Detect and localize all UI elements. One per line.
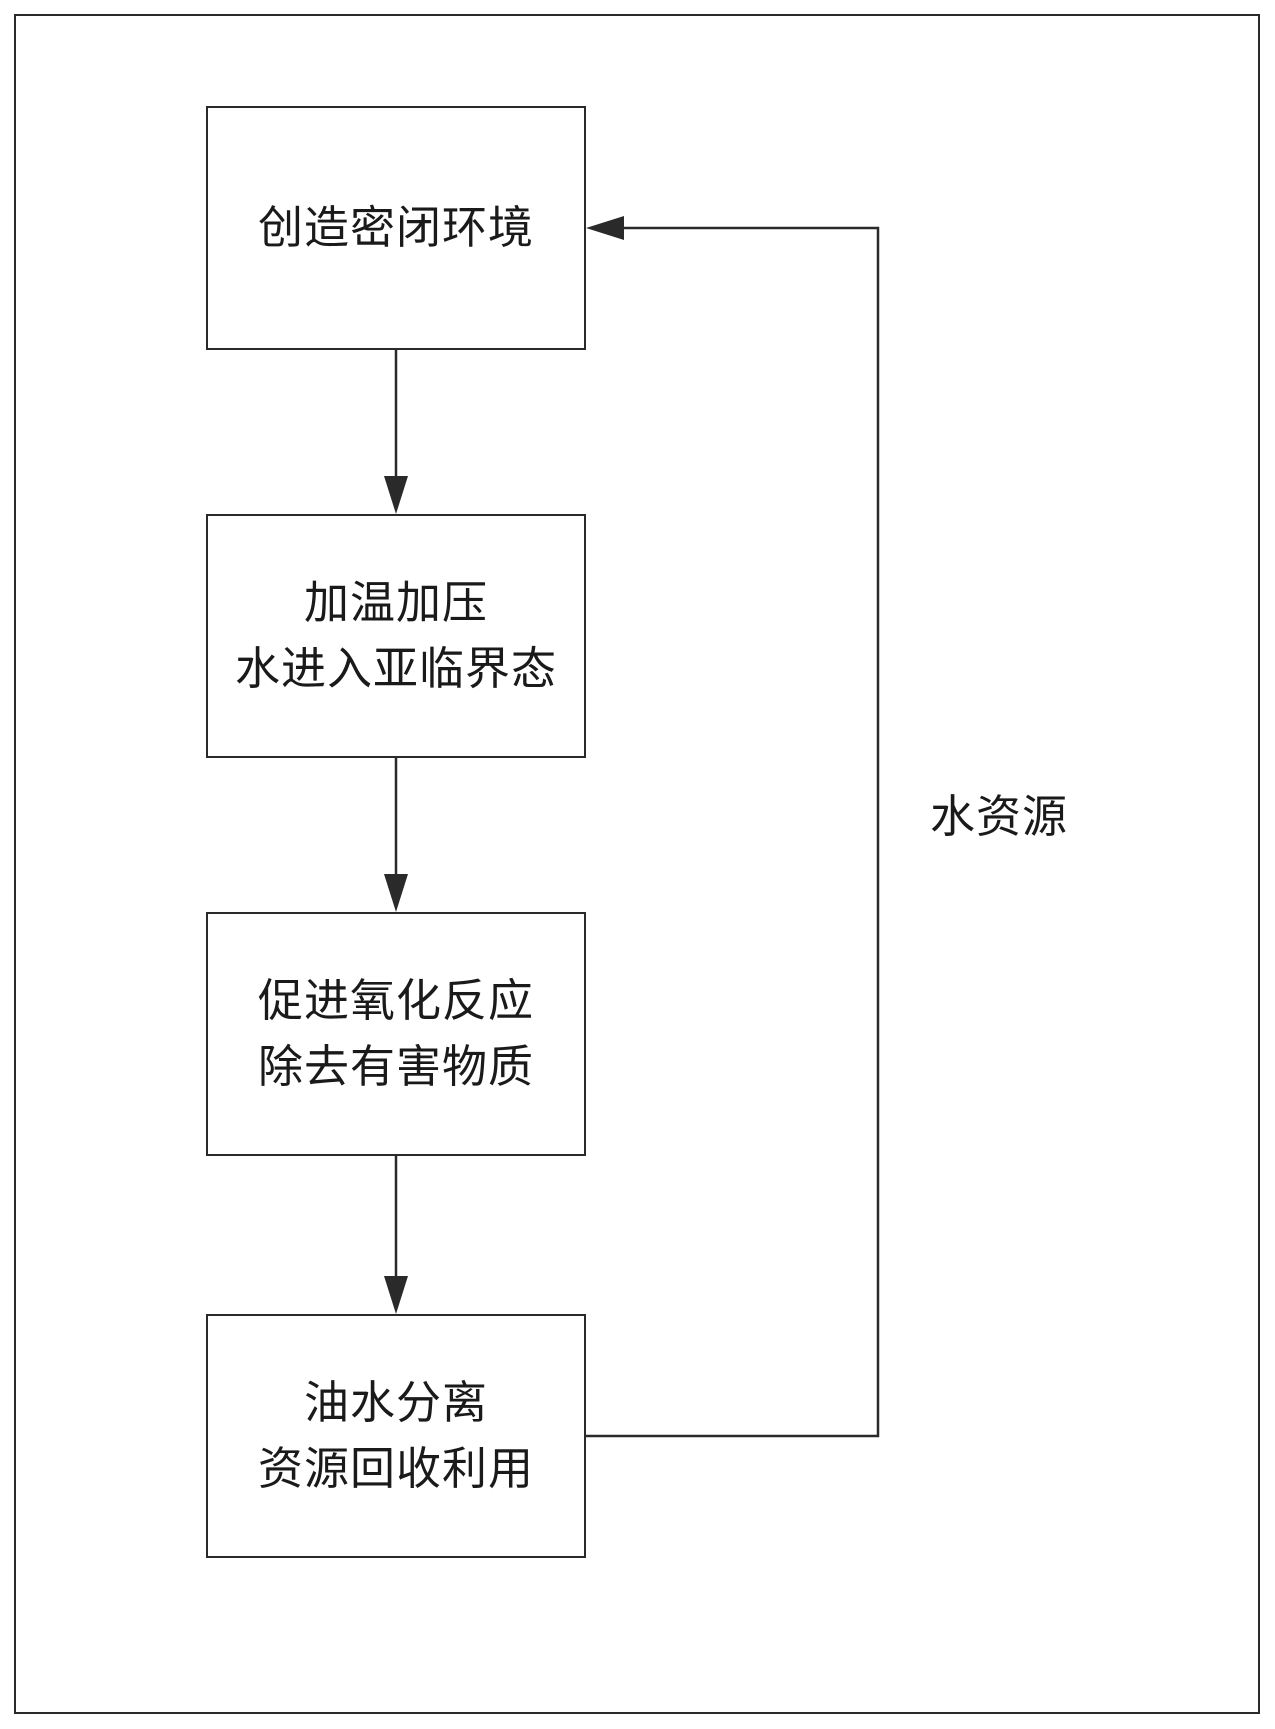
step-box-create-sealed-environment: 创造密闭环境 — [206, 106, 586, 350]
step-box-heat-and-pressurize: 加温加压 水进入亚临界态 — [206, 514, 586, 758]
step-box-oil-water-separation: 油水分离 资源回收利用 — [206, 1314, 586, 1558]
step-3-label-line-2: 除去有害物质 — [257, 1040, 534, 1093]
feedback-loop-line — [586, 226, 880, 1438]
arrowhead-to-step3 — [384, 874, 408, 912]
arrowhead-to-step4 — [384, 1276, 408, 1314]
step-2-label-line-1: 加温加压 — [303, 576, 488, 629]
arrowhead-to-step2 — [384, 476, 408, 514]
step-1-label: 创造密闭环境 — [257, 201, 534, 254]
step-box-oxidation-reaction: 促进氧化反应 除去有害物质 — [206, 912, 586, 1156]
diagram-frame — [14, 14, 1260, 1714]
step-4-label-line-2: 资源回收利用 — [257, 1442, 534, 1495]
feedback-label: 水资源 — [930, 790, 1069, 843]
step-4-label-line-1: 油水分离 — [303, 1376, 488, 1429]
arrowhead-to-step1 — [586, 216, 624, 240]
step-2-label-line-2: 水进入亚临界态 — [234, 642, 557, 695]
step-3-label-line-1: 促进氧化反应 — [257, 974, 534, 1027]
